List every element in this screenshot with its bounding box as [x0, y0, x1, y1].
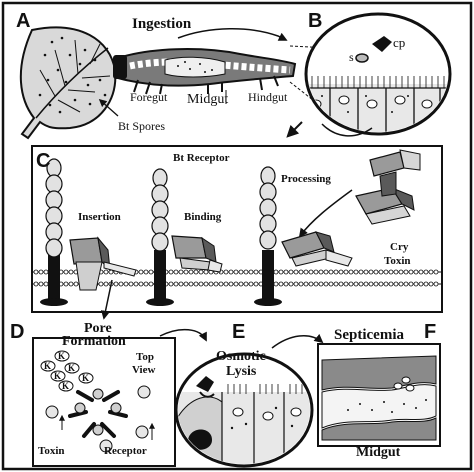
lysis-label: Lysis [226, 364, 257, 379]
bt-receptor-label: Bt Receptor [173, 152, 230, 164]
midgut-cell-view [286, 12, 452, 138]
formation-label: Formation [62, 334, 126, 349]
toxin-label-d: Toxin [38, 445, 65, 457]
toxin-approaching [281, 231, 353, 267]
bt-spores-label: Bt Spores [118, 119, 166, 133]
s-label: s [349, 50, 354, 64]
top-label: Top [136, 351, 154, 363]
panel-label-b: B [308, 10, 323, 32]
toxin-binding [171, 235, 223, 273]
binding-label: Binding [184, 211, 222, 223]
cp-label: cp [393, 35, 406, 50]
osmotic-label: Osmotic [216, 349, 266, 364]
panel-label-a: A [16, 10, 31, 32]
arrow-e-to-f [271, 333, 324, 349]
septicemia-panel [317, 343, 441, 447]
cry-toxin-protoxin [369, 149, 421, 197]
potassium-ion-2: K [58, 351, 66, 361]
potassium-ion-4: K [68, 363, 76, 373]
panel-label-e: E [232, 321, 246, 343]
insertion-label: Insertion [78, 211, 121, 223]
potassium-ion-6: K [82, 373, 90, 383]
pore-formation-panel [32, 337, 176, 467]
potassium-ion-3: K [54, 371, 62, 381]
toxin-inserted [69, 236, 137, 320]
bt-receptor-3 [254, 166, 282, 306]
leaf-illustration [19, 26, 119, 140]
processing-label: Processing [281, 173, 331, 185]
panel-label-d: D [10, 321, 25, 343]
potassium-ion-1: K [44, 361, 52, 371]
midgut-label-f: Midgut [356, 445, 401, 460]
cry-toxin-processed [355, 186, 415, 225]
pore-label: Pore [84, 321, 112, 336]
septicemia-label: Septicemia [334, 327, 404, 343]
bt-receptor-1 [40, 158, 68, 306]
receptor-label-d: Receptor [104, 445, 147, 457]
panel-label-c: C [36, 150, 51, 172]
toxin-label-c: Toxin [384, 255, 411, 267]
bt-receptor-2 [146, 168, 174, 306]
cry-label: Cry [390, 241, 409, 253]
midgut-label: Midgut [187, 92, 229, 107]
processing-arrow [298, 189, 353, 238]
hindgut-label: Hindgut [248, 90, 288, 104]
arrow-d-to-e [159, 328, 207, 342]
panel-label-f: F [424, 321, 437, 343]
foregut-label: Foregut [130, 90, 168, 104]
caterpillar-illustration [113, 27, 333, 105]
potassium-ion-5: K [62, 381, 70, 391]
view-label: View [132, 364, 156, 376]
ingestion-label: Ingestion [132, 16, 192, 32]
